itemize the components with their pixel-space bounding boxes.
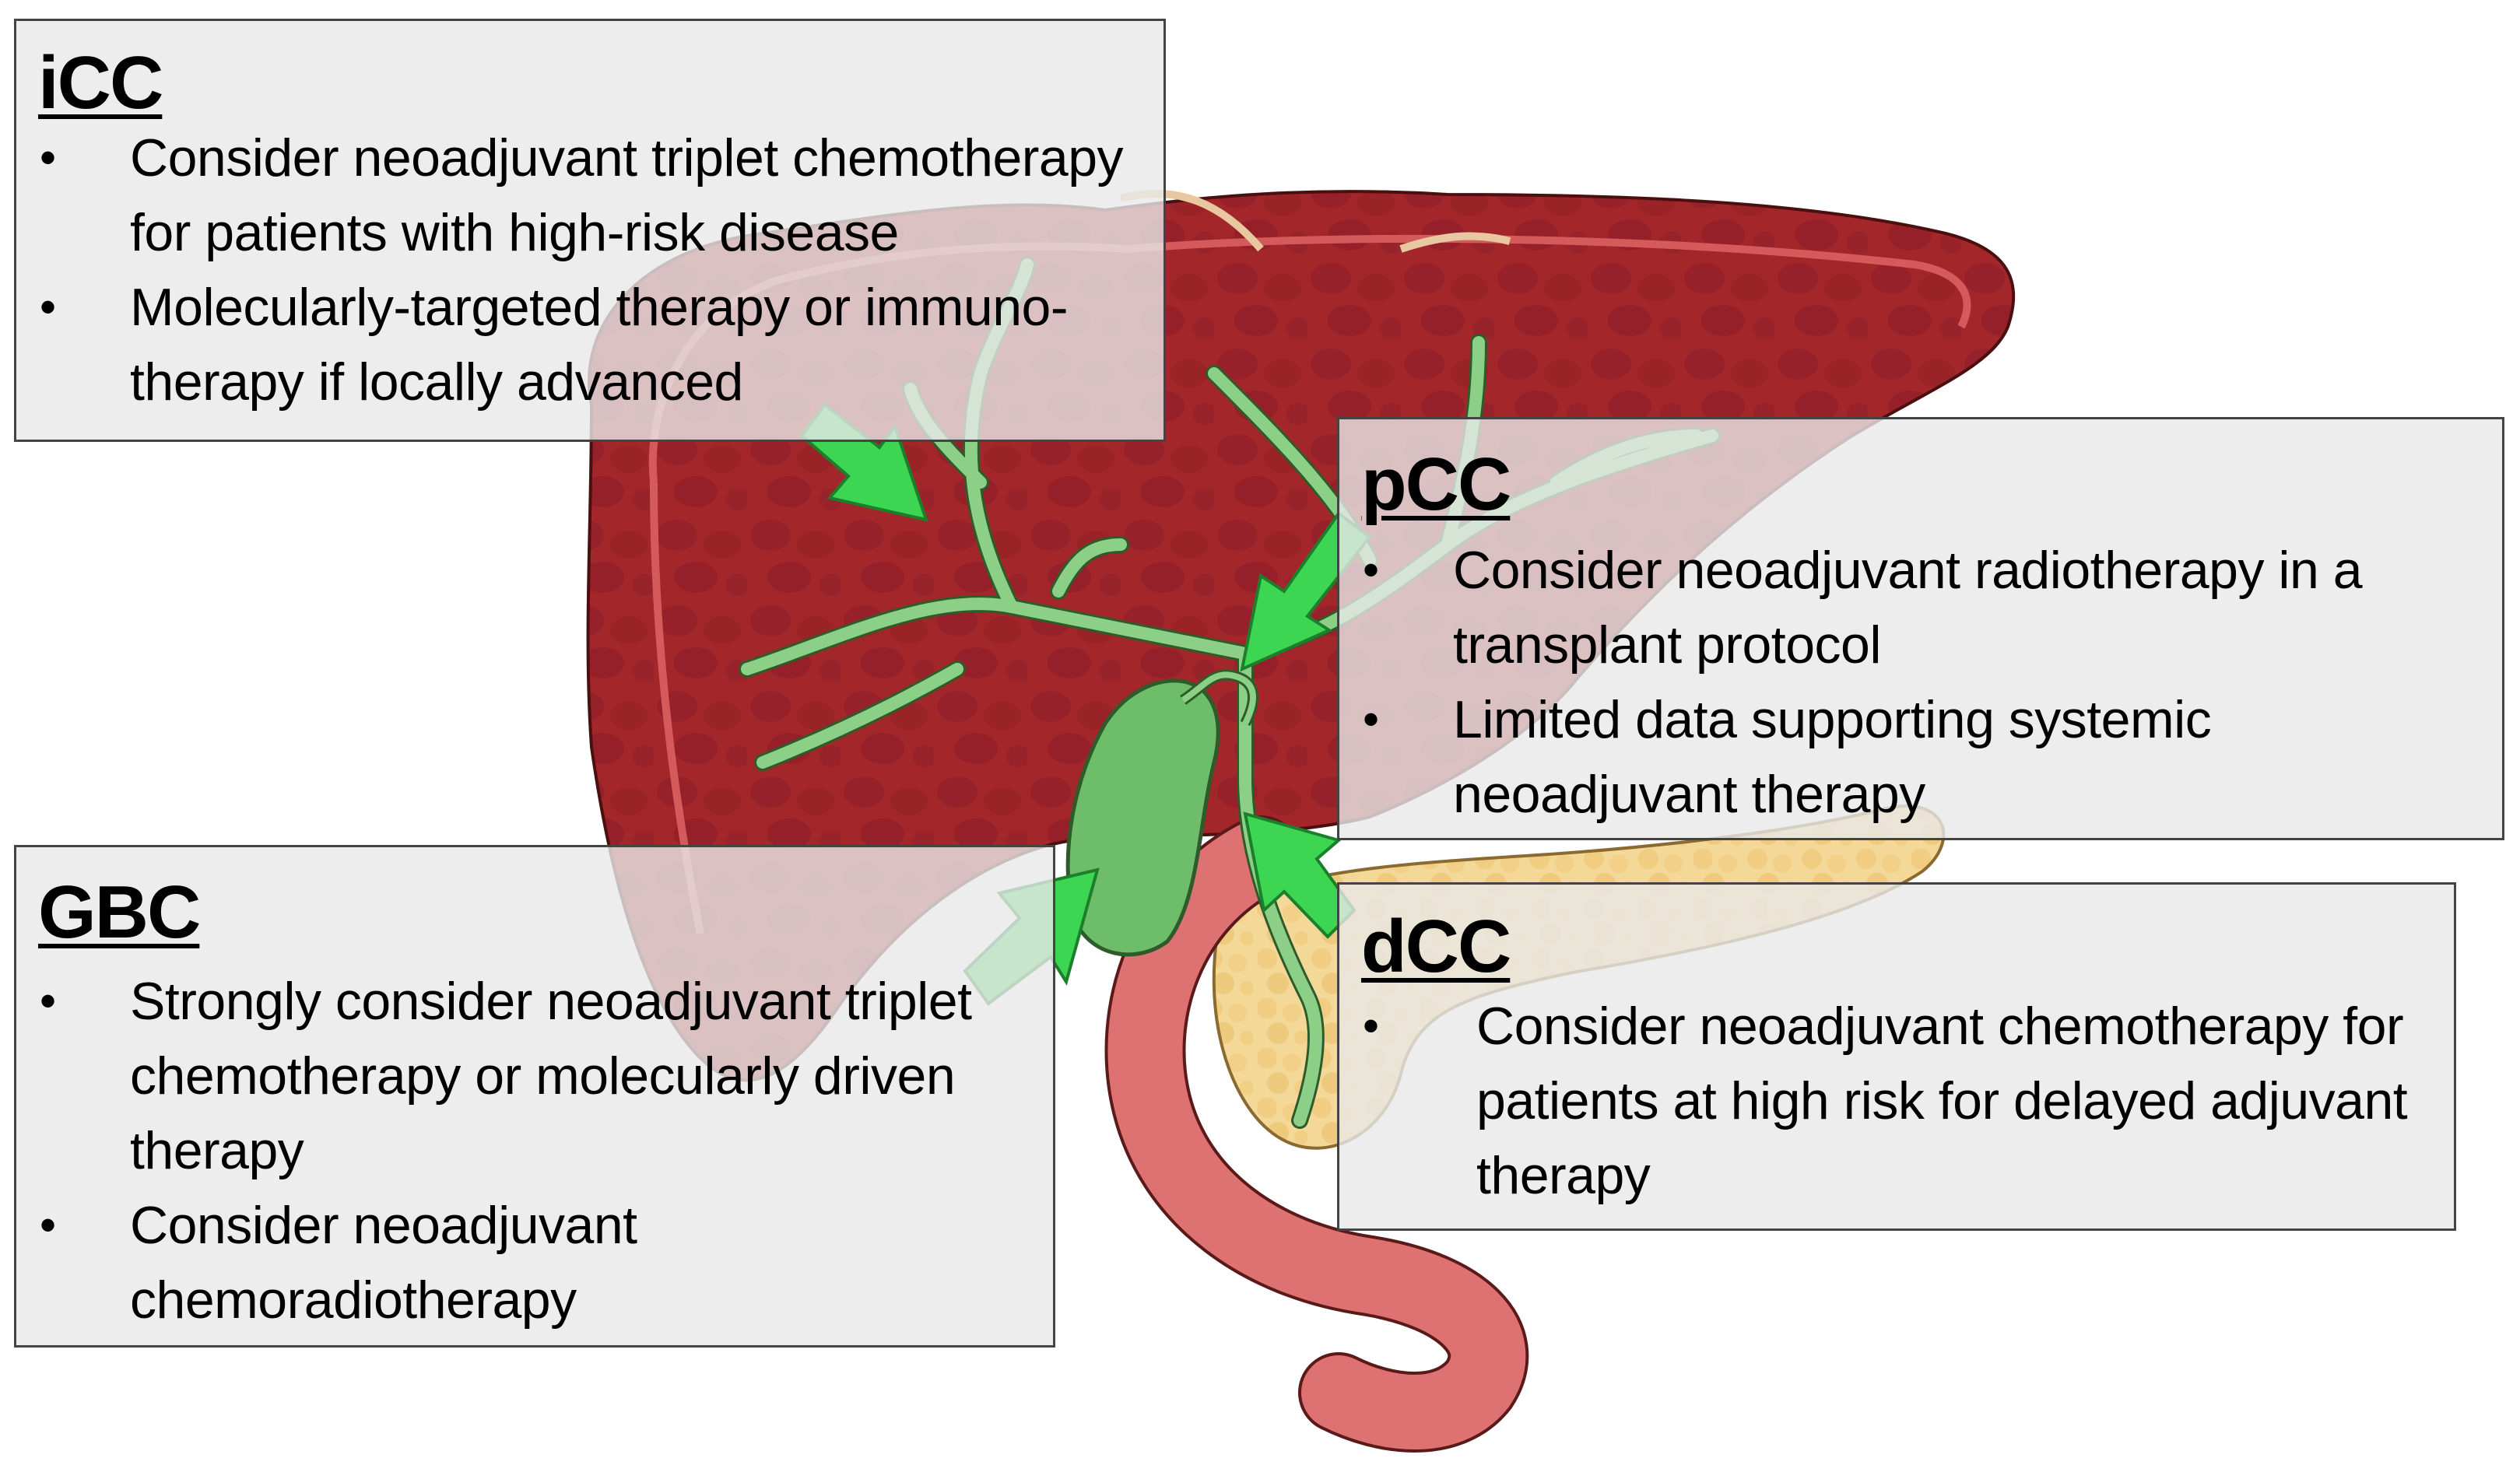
callout-list-icc: • Consider neoadjuvant triplet chemother… bbox=[16, 121, 1163, 419]
callout-pcc: pCC • Consider neoadjuvant radiotherapy … bbox=[1337, 417, 2504, 840]
callout-title-icc: iCC bbox=[38, 41, 163, 124]
bullet-line: Consider neoadjuvant triplet chemotherap… bbox=[130, 128, 1124, 188]
bullet-item: • Strongly consider neoadjuvant triplet … bbox=[16, 964, 1053, 1188]
bullet-item: • Molecularly-targeted therapy or immuno… bbox=[16, 270, 1163, 419]
bullet-line: therapy bbox=[130, 1121, 304, 1180]
bullet-line: Consider neoadjuvant radiotherapy in a bbox=[1453, 541, 2363, 600]
callout-list-pcc: • Consider neoadjuvant radiotherapy in a… bbox=[1339, 533, 2502, 832]
bullet-line: Molecularly-targeted therapy or immuno- bbox=[130, 278, 1069, 337]
arrow-dcc-icon bbox=[1243, 811, 1357, 939]
bullet-icon: • bbox=[40, 131, 56, 184]
bullet-line: Consider neoadjuvant chemotherapy for bbox=[1476, 997, 2404, 1056]
bullet-item: • Consider neoadjuvant chemoradiotherapy bbox=[16, 1188, 1053, 1337]
callout-title-dcc: dCC bbox=[1361, 905, 1511, 988]
bullet-line: patients at high risk for delayed adjuva… bbox=[1476, 1071, 2408, 1130]
duodenum bbox=[1104, 815, 1529, 1453]
bullet-icon: • bbox=[1363, 693, 1379, 745]
callout-title-gbc: GBC bbox=[38, 871, 201, 954]
bullet-icon: • bbox=[40, 975, 56, 1027]
bullet-item: • Consider neoadjuvant radiotherapy in a… bbox=[1339, 533, 2502, 682]
bullet-line: for patients with high-risk disease bbox=[130, 203, 899, 262]
callout-gbc: GBC • Strongly consider neoadjuvant trip… bbox=[14, 845, 1055, 1348]
callout-list-gbc: • Strongly consider neoadjuvant triplet … bbox=[16, 964, 1053, 1337]
bullet-line: Consider neoadjuvant bbox=[130, 1196, 637, 1255]
bullet-line: chemoradiotherapy bbox=[130, 1270, 577, 1330]
bullet-line: chemotherapy or molecularly driven bbox=[130, 1046, 956, 1106]
bullet-icon: • bbox=[40, 281, 56, 333]
bullet-line: Limited data supporting systemic bbox=[1453, 690, 2212, 749]
bullet-icon: • bbox=[40, 1199, 56, 1251]
callout-title-pcc: pCC bbox=[1361, 443, 1511, 526]
callout-dcc: dCC • Consider neoadjuvant chemotherapy … bbox=[1337, 882, 2456, 1231]
bullet-line: neoadjuvant therapy bbox=[1453, 765, 1925, 824]
bullet-line: therapy if locally advanced bbox=[130, 352, 743, 412]
bullet-item: • Limited data supporting systemic neoad… bbox=[1339, 682, 2502, 832]
bullet-line: Strongly consider neoadjuvant triplet bbox=[130, 972, 972, 1031]
callout-list-dcc: • Consider neoadjuvant chemotherapy for … bbox=[1339, 989, 2454, 1213]
bullet-line: transplant protocol bbox=[1453, 615, 1881, 675]
bullet-line: therapy bbox=[1476, 1146, 1651, 1205]
bullet-icon: • bbox=[1363, 544, 1379, 596]
bullet-item: • Consider neoadjuvant triplet chemother… bbox=[16, 121, 1163, 270]
bullet-icon: • bbox=[1363, 1000, 1379, 1052]
callout-icc: iCC • Consider neoadjuvant triplet chemo… bbox=[14, 19, 1166, 442]
bullet-item: • Consider neoadjuvant chemotherapy for … bbox=[1339, 989, 2454, 1213]
gallbladder bbox=[1065, 669, 1258, 957]
